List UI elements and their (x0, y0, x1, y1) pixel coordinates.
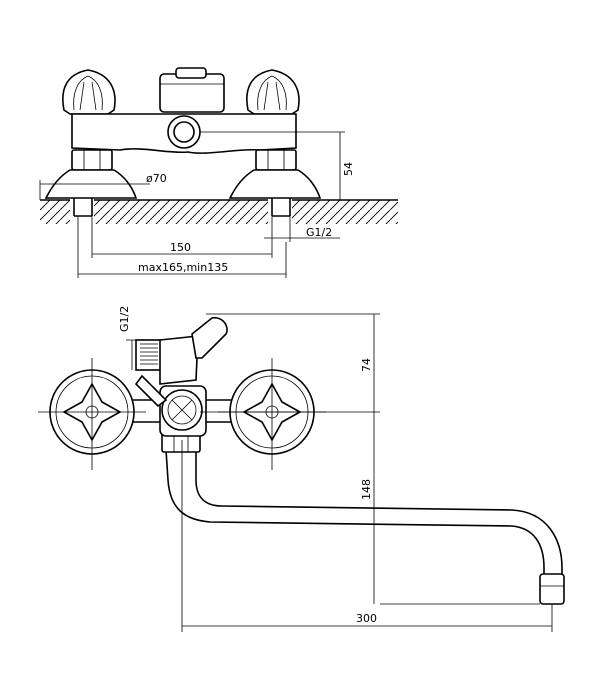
dim-range-label: max165,min135 (138, 261, 228, 274)
dim-spout-drop-label: 148 (360, 479, 373, 500)
dim-thread-front-label: G1/2 (118, 306, 131, 332)
dim-center-distance-label: 150 (170, 241, 191, 254)
top-dimensions (39, 131, 345, 278)
left-flange-top (44, 149, 138, 199)
front-view: G1/2 74 148 300 (38, 306, 565, 632)
dim-height-label: 54 (342, 162, 355, 176)
dim-top-height-label: 74 (360, 358, 373, 372)
shower-outlet (135, 316, 228, 385)
wall-connectors (73, 198, 291, 217)
top-view: ø70 54 G1/2 150 max165,min135 (39, 67, 398, 278)
right-handle-front (218, 358, 326, 470)
dim-spout-length-label: 300 (356, 612, 377, 625)
left-handle-top (62, 69, 116, 115)
right-flange-top (228, 149, 322, 199)
left-handle-front (38, 358, 146, 470)
spout (165, 449, 565, 605)
wall-hatch (40, 198, 398, 226)
diverter-lever-top (159, 67, 225, 113)
dim-diameter-label: ø70 (146, 172, 167, 185)
center-cartridge (134, 374, 207, 437)
front-dimensions (126, 313, 553, 632)
dim-thread-label: G1/2 (306, 226, 332, 239)
mixer-body-top (71, 113, 297, 154)
right-handle-top (246, 69, 300, 115)
